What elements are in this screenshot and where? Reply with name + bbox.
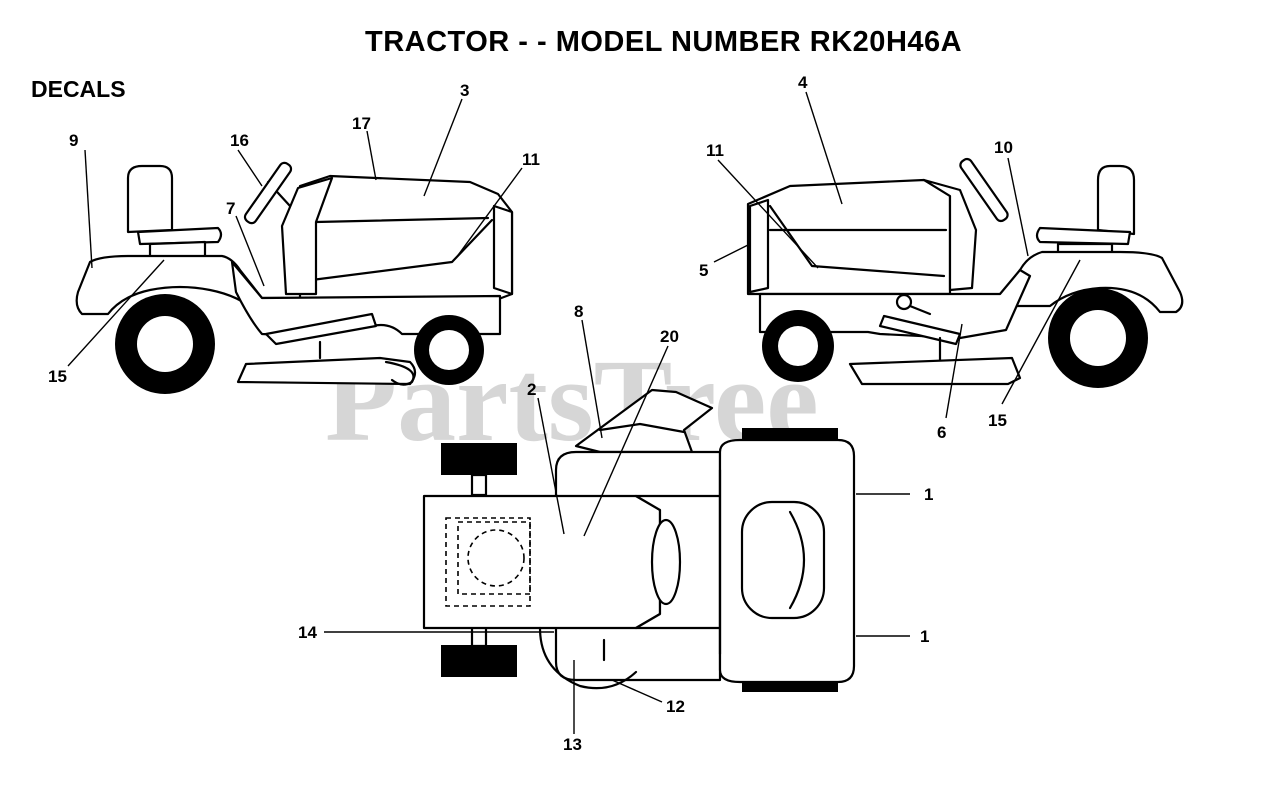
hood-top — [422, 494, 662, 630]
callout-15-right: 15 — [988, 411, 1007, 430]
leader-7 — [235, 215, 265, 287]
deck-chute — [384, 360, 415, 386]
steering-wheel-right — [959, 157, 1009, 223]
callout-17: 17 — [352, 114, 371, 133]
callout-1-lower: 1 — [920, 627, 929, 646]
foot-pedal — [264, 312, 378, 346]
leader-11-left — [455, 167, 523, 259]
callout-4: 4 — [798, 73, 808, 92]
engine-hood-right — [746, 178, 952, 296]
headlight — [492, 204, 514, 296]
callout-12: 12 — [666, 697, 685, 716]
leader-20 — [583, 345, 669, 537]
hood-crease — [314, 216, 490, 224]
rear-wheel-hub — [137, 316, 193, 372]
pedal-arc — [538, 626, 638, 690]
seat-top — [740, 500, 826, 620]
lever-right — [908, 304, 932, 316]
rear-tire-top-upper — [742, 428, 838, 442]
seat-back-right — [1096, 164, 1136, 236]
tractor-right-side-view — [746, 157, 1184, 388]
dash-oval-top — [650, 518, 682, 606]
seat-back-top — [788, 510, 805, 610]
leader-15-left — [67, 259, 165, 367]
headlight-right — [748, 198, 770, 294]
leader-11-right — [717, 159, 819, 269]
callout-3: 3 — [460, 81, 469, 100]
leader-4 — [805, 91, 843, 205]
hood-stripe — [294, 218, 494, 284]
engine-hood — [298, 174, 514, 302]
front-tire-top-upper — [441, 443, 517, 475]
steering-wheel — [243, 161, 293, 225]
callout-11-right: 11 — [706, 141, 724, 160]
axle-upper — [470, 473, 488, 497]
mower-deck-right — [848, 356, 1022, 386]
front-wheel-hub — [429, 330, 469, 370]
steering-wheel-spoke — [598, 422, 686, 434]
callout-5: 5 — [699, 261, 708, 280]
callout-14: 14 — [298, 623, 317, 642]
leader-17 — [366, 130, 377, 181]
seat-back — [126, 164, 174, 234]
seat-cushion — [136, 226, 223, 246]
diagram-title: TRACTOR - - MODEL NUMBER RK20H46A — [365, 26, 963, 58]
callout-7: 7 — [226, 199, 235, 218]
leader-15-right — [1001, 259, 1081, 405]
decal-outline-circle — [467, 529, 525, 587]
leader-16 — [237, 149, 263, 187]
dash-console-right — [922, 178, 978, 292]
tractor-top-view — [422, 388, 856, 692]
hood-stripe-right — [768, 204, 946, 278]
leader-6 — [945, 323, 963, 419]
decal-outline-inner — [457, 521, 531, 595]
callout-9: 9 — [69, 131, 78, 150]
section-label: DECALS — [31, 76, 126, 102]
callout-8: 8 — [574, 302, 583, 321]
callout-16: 16 — [230, 131, 249, 150]
leader-3 — [423, 98, 463, 197]
rear-wheel-hub-right — [1070, 310, 1126, 366]
dash-console — [280, 176, 334, 296]
callout-11-left: 11 — [522, 150, 540, 169]
callout-13: 13 — [563, 735, 582, 754]
leader-lines — [67, 91, 1081, 734]
callout-2: 2 — [527, 380, 536, 399]
front-wheel-hub-right — [778, 326, 818, 366]
callout-1-upper: 1 — [924, 485, 933, 504]
leader-12 — [611, 679, 663, 703]
rear-fender-right — [988, 250, 1184, 314]
front-tire-top-lower — [441, 645, 517, 677]
seat-cushion-right — [1035, 226, 1132, 246]
callout-20: 20 — [660, 327, 679, 346]
callout-15-left: 15 — [48, 367, 67, 386]
leader-5 — [713, 243, 751, 263]
leader-2 — [537, 397, 565, 535]
leader-8 — [581, 319, 603, 439]
leader-9 — [84, 149, 93, 269]
tractor-left-side-view — [75, 161, 514, 394]
callout-10: 10 — [994, 138, 1013, 157]
callout-numbers: 9 16 17 3 11 7 15 4 11 5 10 6 15 8 20 2 … — [48, 73, 1013, 754]
leader-10 — [1007, 157, 1029, 257]
callout-6: 6 — [937, 423, 946, 442]
lever-knob-right — [895, 293, 913, 311]
